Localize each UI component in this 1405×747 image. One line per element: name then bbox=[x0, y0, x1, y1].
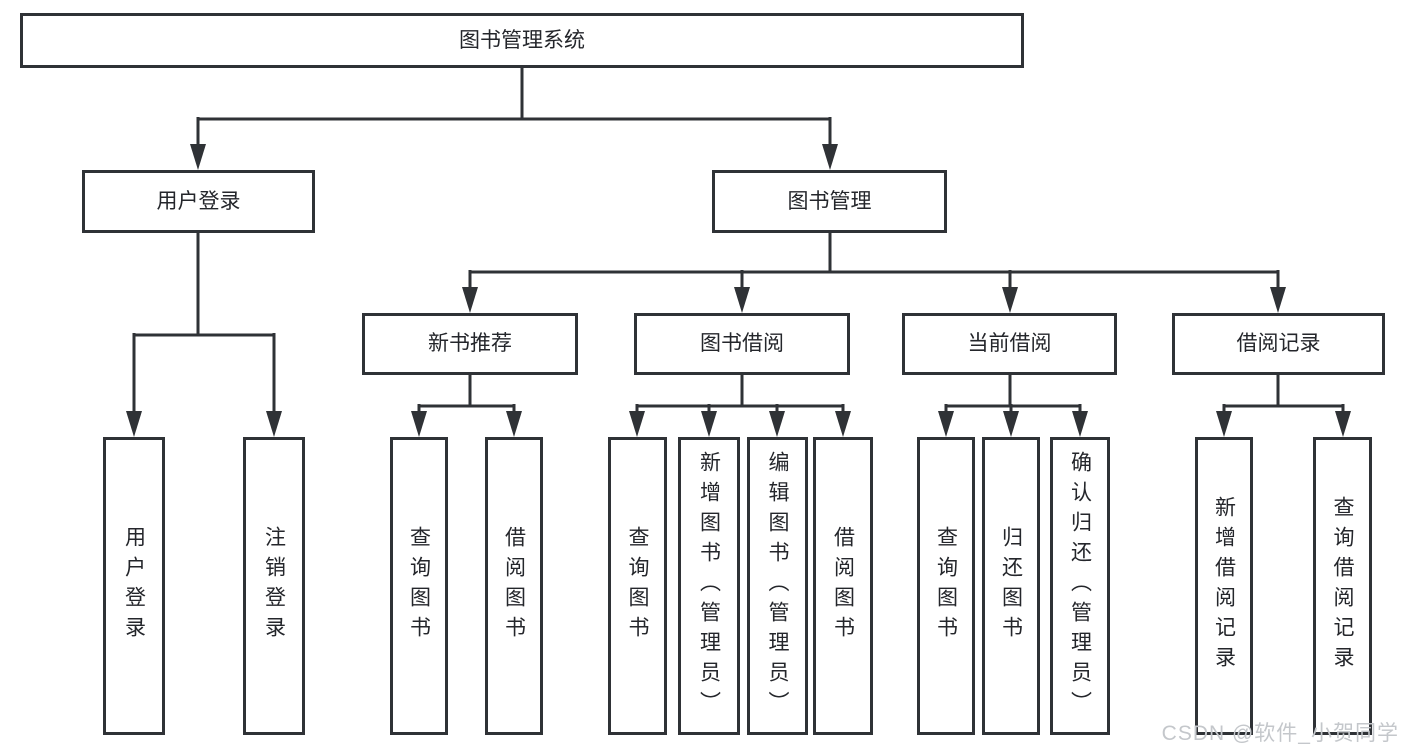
node-book-management: 图书管理 bbox=[712, 170, 947, 233]
leaf-query-books-borrow-label: 查询图书 bbox=[626, 526, 649, 646]
leaf-logout-label: 注销登录 bbox=[262, 526, 286, 646]
leaf-query-borrow-record-label: 查询借阅记录 bbox=[1331, 496, 1354, 676]
leaf-add-books-admin-label: 新增图书（管理员） bbox=[697, 451, 721, 721]
leaf-user-login: 用户登录 bbox=[103, 437, 165, 735]
leaf-logout: 注销登录 bbox=[243, 437, 305, 735]
leaf-edit-books-admin: 编辑图书（管理员） bbox=[747, 437, 808, 735]
node-library-management-system: 图书管理系统 bbox=[20, 13, 1024, 68]
node-user-login: 用户登录 bbox=[82, 170, 315, 233]
csdn-watermark: CSDN @软件_小贺同学 bbox=[1161, 722, 1399, 745]
leaf-query-books-current: 查询图书 bbox=[917, 437, 975, 735]
leaf-borrow-books: 借阅图书 bbox=[813, 437, 873, 735]
node-current-borrowing: 当前借阅 bbox=[902, 313, 1117, 375]
leaf-confirm-return-admin: 确认归还（管理员） bbox=[1050, 437, 1110, 735]
leaf-add-borrow-record: 新增借阅记录 bbox=[1195, 437, 1253, 735]
leaf-borrow-books-recommend-label: 借阅图书 bbox=[502, 526, 526, 646]
leaf-edit-books-admin-label: 编辑图书（管理员） bbox=[766, 451, 789, 721]
leaf-user-login-label: 用户登录 bbox=[122, 526, 146, 646]
leaf-query-books-borrow: 查询图书 bbox=[608, 437, 667, 735]
leaf-return-books: 归还图书 bbox=[982, 437, 1040, 735]
leaf-query-books-current-label: 查询图书 bbox=[934, 526, 958, 646]
leaf-query-books-recommend-label: 查询图书 bbox=[407, 526, 431, 646]
leaf-add-borrow-record-label: 新增借阅记录 bbox=[1212, 496, 1236, 676]
leaf-add-books-admin: 新增图书（管理员） bbox=[678, 437, 740, 735]
node-borrowing-records: 借阅记录 bbox=[1172, 313, 1385, 375]
leaf-borrow-books-recommend: 借阅图书 bbox=[485, 437, 543, 735]
leaf-confirm-return-admin-label: 确认归还（管理员） bbox=[1068, 451, 1092, 721]
leaf-return-books-label: 归还图书 bbox=[999, 526, 1023, 646]
node-book-borrowing: 图书借阅 bbox=[634, 313, 850, 375]
leaf-query-borrow-record: 查询借阅记录 bbox=[1313, 437, 1372, 735]
node-new-book-recommendation: 新书推荐 bbox=[362, 313, 578, 375]
leaf-query-books-recommend: 查询图书 bbox=[390, 437, 448, 735]
leaf-borrow-books-label: 借阅图书 bbox=[831, 526, 855, 646]
